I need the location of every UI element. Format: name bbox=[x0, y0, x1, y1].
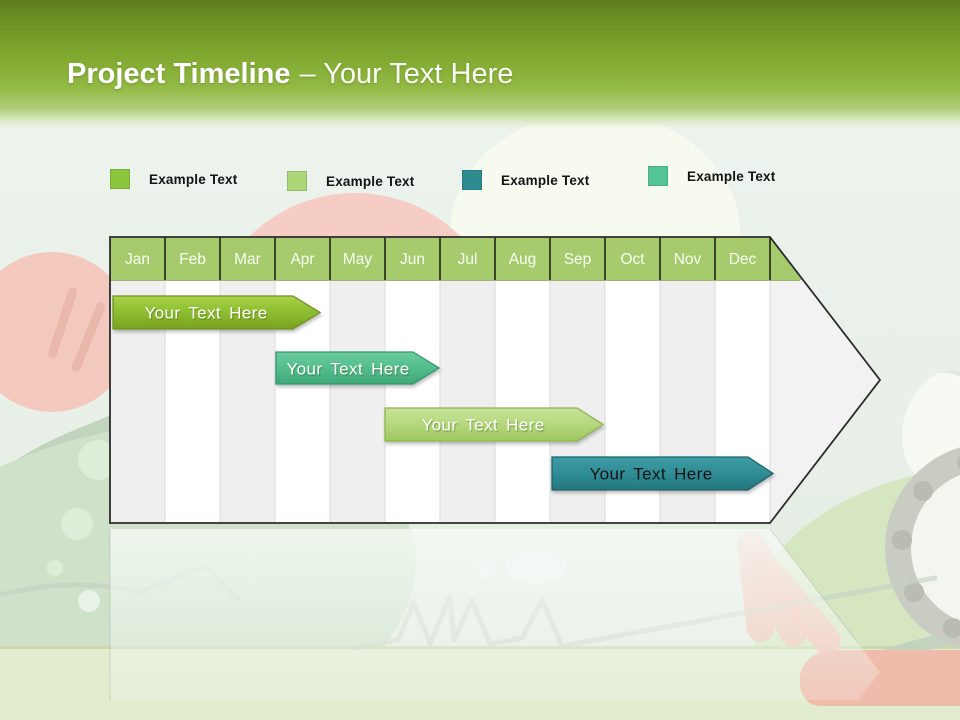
task-bar-3-label[interactable]: Your Text Here bbox=[421, 416, 544, 435]
legend-label: Example Text bbox=[149, 171, 238, 187]
task-bar-2-label[interactable]: Your Text Here bbox=[286, 360, 409, 379]
task-bar-3[interactable] bbox=[384, 407, 605, 442]
timeline-chart: Jan Feb Mar Apr May Jun Jul Aug Sep Oct … bbox=[109, 236, 882, 700]
month-header-row[interactable]: Jan Feb Mar Apr May Jun Jul Aug Sep Oct … bbox=[110, 237, 803, 281]
month-label-may[interactable]: May bbox=[343, 251, 373, 268]
task-bar-2[interactable] bbox=[275, 351, 441, 385]
task-bar-4[interactable] bbox=[551, 456, 775, 491]
legend-label: Example Text bbox=[326, 173, 415, 189]
wheel-nut bbox=[892, 530, 912, 550]
legend-swatch-teal-icon bbox=[462, 170, 482, 190]
legend-item-4[interactable]: Example Text bbox=[648, 166, 775, 186]
page-title[interactable]: Project Timeline– Your Text Here bbox=[67, 58, 513, 91]
title-primary: Project Timeline bbox=[67, 58, 291, 90]
legend-item-2[interactable]: Example Text bbox=[287, 171, 414, 191]
title-secondary: – Your Text Here bbox=[299, 58, 514, 90]
month-label-feb[interactable]: Feb bbox=[179, 251, 206, 268]
background-dot bbox=[61, 508, 93, 540]
legend-swatch-green-icon bbox=[110, 169, 130, 189]
month-label-jul[interactable]: Jul bbox=[458, 251, 478, 268]
legend-item-1[interactable]: Example Text bbox=[110, 169, 237, 189]
background-dot bbox=[47, 560, 63, 576]
task-bar-4-label[interactable]: Your Text Here bbox=[589, 465, 712, 484]
wheel-nut bbox=[904, 582, 924, 602]
title-band bbox=[0, 0, 960, 128]
month-label-jan[interactable]: Jan bbox=[125, 251, 150, 268]
month-label-dec[interactable]: Dec bbox=[729, 251, 757, 268]
legend-swatch-lightgreen-icon bbox=[287, 171, 307, 191]
month-label-mar[interactable]: Mar bbox=[234, 251, 261, 268]
background-dot bbox=[78, 590, 100, 612]
legend-label: Example Text bbox=[501, 172, 590, 188]
month-label-oct[interactable]: Oct bbox=[620, 251, 645, 268]
legend-swatch-seagreen-icon bbox=[648, 166, 668, 186]
timeline-reflection bbox=[109, 528, 880, 700]
month-label-apr[interactable]: Apr bbox=[290, 251, 314, 268]
month-label-jun[interactable]: Jun bbox=[400, 251, 425, 268]
task-bar-1-label[interactable]: Your Text Here bbox=[144, 304, 267, 323]
wheel-nut bbox=[957, 453, 960, 473]
legend-label: Example Text bbox=[687, 168, 776, 184]
month-label-sep[interactable]: Sep bbox=[564, 251, 592, 268]
timeline-arrow-outline bbox=[109, 236, 882, 524]
legend-item-3[interactable]: Example Text bbox=[462, 170, 589, 190]
month-label-aug[interactable]: Aug bbox=[509, 251, 537, 268]
wheel-nut bbox=[913, 481, 933, 501]
wheel-nut bbox=[943, 618, 960, 638]
month-label-nov[interactable]: Nov bbox=[674, 251, 702, 268]
task-bar-1[interactable] bbox=[112, 295, 322, 330]
